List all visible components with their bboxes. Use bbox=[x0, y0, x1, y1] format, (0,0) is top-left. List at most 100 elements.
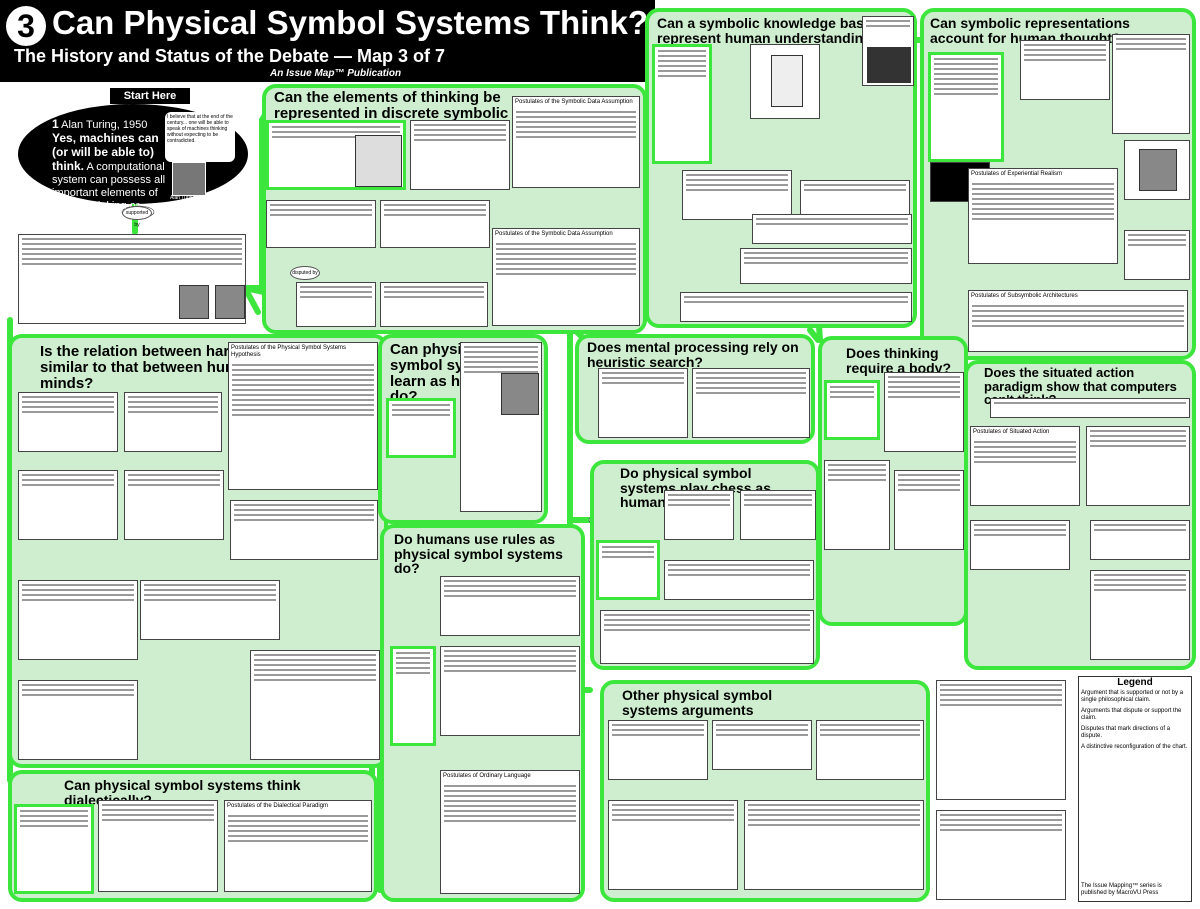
claim-box[interactable] bbox=[990, 398, 1190, 418]
claim-box[interactable] bbox=[1086, 426, 1190, 506]
claim-box[interactable] bbox=[752, 214, 912, 244]
claim-box[interactable] bbox=[1020, 40, 1110, 100]
claim-box[interactable] bbox=[296, 282, 376, 327]
claim-box[interactable] bbox=[460, 342, 542, 512]
claim-box[interactable] bbox=[124, 470, 224, 540]
region-title: Other physical symbol systems arguments bbox=[622, 687, 773, 718]
claim-box[interactable] bbox=[380, 282, 488, 327]
claim-box-highlight[interactable] bbox=[596, 540, 660, 600]
postulates-box[interactable]: Postulates of the Dialectical Paradigm bbox=[224, 800, 372, 892]
claim-box[interactable] bbox=[608, 800, 738, 890]
claim-box-highlight[interactable] bbox=[14, 804, 94, 894]
postulates-box[interactable]: Postulates of Ordinary Language bbox=[440, 770, 580, 894]
map-subtitle: The History and Status of the Debate — M… bbox=[14, 46, 446, 66]
claim-box[interactable] bbox=[744, 800, 924, 890]
legend-title: Legend bbox=[1117, 677, 1153, 688]
claim-box[interactable] bbox=[1090, 570, 1190, 660]
claim-box-highlight[interactable] bbox=[928, 52, 1004, 162]
claim-box-highlight[interactable] bbox=[390, 646, 436, 746]
legend-item: Disputes that mark directions of a dispu… bbox=[1081, 726, 1171, 739]
postulates-title: Postulates of the Symbolic Data Assumpti… bbox=[495, 231, 613, 237]
legend: Legend Argument that is supported or not… bbox=[1078, 676, 1192, 902]
claim-box[interactable] bbox=[600, 610, 814, 664]
claim-box[interactable] bbox=[800, 180, 910, 215]
claim-box[interactable] bbox=[98, 800, 218, 892]
claim-box[interactable] bbox=[884, 372, 964, 452]
map-title: Can Physical Symbol Systems Think? bbox=[52, 4, 649, 41]
postulates-box[interactable]: Postulates of Subsymbolic Architectures bbox=[968, 290, 1188, 352]
claim-box[interactable] bbox=[862, 16, 914, 86]
claim-box[interactable] bbox=[712, 720, 812, 770]
claim-number: 1 bbox=[52, 117, 59, 131]
postulates-title: Postulates of Ordinary Language bbox=[443, 773, 531, 779]
claim-box[interactable] bbox=[440, 646, 580, 736]
claim-box[interactable] bbox=[440, 576, 580, 636]
claim-box[interactable] bbox=[816, 720, 924, 780]
claim-box[interactable] bbox=[18, 680, 138, 760]
region-title: Does mental processing rely on heuristic… bbox=[587, 339, 799, 370]
claim-box-highlight[interactable] bbox=[652, 44, 712, 164]
disputed-by-label: disputed by bbox=[290, 266, 320, 280]
claim-box[interactable] bbox=[1124, 140, 1190, 200]
claim-box[interactable] bbox=[750, 44, 820, 119]
claim-box[interactable] bbox=[740, 248, 912, 284]
claim-box[interactable] bbox=[230, 500, 378, 560]
claim-box[interactable] bbox=[936, 810, 1066, 900]
claim-box[interactable] bbox=[124, 392, 222, 452]
claim-box[interactable] bbox=[410, 120, 510, 190]
postulates-title: Postulates of the Dialectical Paradigm bbox=[227, 803, 329, 809]
postulates-title: Postulates of Experiential Realism bbox=[971, 171, 1063, 177]
claim-box[interactable] bbox=[18, 392, 118, 452]
postulates-title: Postulates of Subsymbolic Architectures bbox=[971, 293, 1078, 299]
claim-box-highlight[interactable] bbox=[386, 398, 456, 458]
claim-box[interactable] bbox=[664, 490, 734, 540]
claim-box[interactable] bbox=[682, 170, 792, 220]
start-claim-text: 1 Alan Turing, 1950 Yes, machines can (o… bbox=[52, 118, 172, 226]
claim-box[interactable] bbox=[894, 470, 964, 550]
claim-box[interactable] bbox=[140, 580, 280, 640]
claim-box[interactable] bbox=[1124, 230, 1190, 280]
claim-box[interactable] bbox=[250, 650, 380, 760]
claim-box[interactable] bbox=[692, 368, 810, 438]
postulates-box[interactable]: Postulates of Experiential Realism bbox=[968, 168, 1118, 264]
claim-box[interactable] bbox=[664, 560, 814, 600]
claim-box[interactable] bbox=[970, 520, 1070, 570]
claim-box[interactable] bbox=[740, 490, 816, 540]
legend-item: A distinctive reconfiguration of the cha… bbox=[1081, 744, 1188, 750]
portrait-caption: Alan Turing bbox=[170, 195, 196, 201]
claim-box[interactable] bbox=[824, 460, 890, 550]
claim-author: Alan Turing, 1950 bbox=[61, 119, 148, 131]
claim-box[interactable] bbox=[266, 200, 376, 248]
postulates-title: Postulates of Situated Action bbox=[973, 429, 1050, 435]
turing-quote: I believe that at the end of the century… bbox=[165, 112, 235, 162]
turing-portrait bbox=[172, 162, 206, 196]
legend-publisher: The Issue Mapping™ series is published b… bbox=[1081, 883, 1162, 896]
claim-box[interactable] bbox=[1112, 34, 1190, 134]
claim-box[interactable] bbox=[1090, 520, 1190, 560]
postulates-title: Postulates of the Physical Symbol System… bbox=[231, 345, 347, 358]
claim-box[interactable] bbox=[936, 680, 1066, 800]
claim-box-highlight[interactable] bbox=[266, 120, 406, 190]
claim-box[interactable] bbox=[680, 292, 912, 322]
claim-box[interactable] bbox=[18, 580, 138, 660]
claim-box[interactable] bbox=[18, 234, 246, 324]
start-here-label: Start Here bbox=[110, 88, 190, 104]
region-title: Can a symbolic knowledge base represent … bbox=[657, 15, 881, 46]
legend-item: Arguments that dispute or support the cl… bbox=[1081, 708, 1182, 721]
postulates-box[interactable]: Postulates of the Symbolic Data Assumpti… bbox=[492, 228, 640, 326]
claim-box[interactable] bbox=[380, 200, 490, 248]
supported-by-label: supported by bbox=[122, 206, 152, 228]
claim-box[interactable] bbox=[608, 720, 708, 780]
map-header: 3 Can Physical Symbol Systems Think? The… bbox=[0, 0, 655, 82]
claim-box[interactable] bbox=[18, 470, 118, 540]
claim-headline: Yes, machines can (or will be able to) t… bbox=[52, 131, 159, 173]
postulates-box[interactable]: Postulates of Situated Action bbox=[970, 426, 1080, 506]
postulates-box[interactable]: Postulates of the Symbolic Data Assumpti… bbox=[512, 96, 640, 188]
region-title: Do humans use rules as physical symbol s… bbox=[394, 531, 563, 577]
postulates-box[interactable]: Postulates of the Physical Symbol System… bbox=[228, 342, 378, 490]
claim-box[interactable] bbox=[598, 368, 688, 438]
legend-item: Argument that is supported or not by a s… bbox=[1081, 690, 1184, 703]
claim-box-highlight[interactable] bbox=[824, 380, 880, 440]
claim-body: A computational system can possess all i… bbox=[52, 161, 166, 225]
publication-label: An Issue Map™ Publication bbox=[270, 68, 402, 79]
